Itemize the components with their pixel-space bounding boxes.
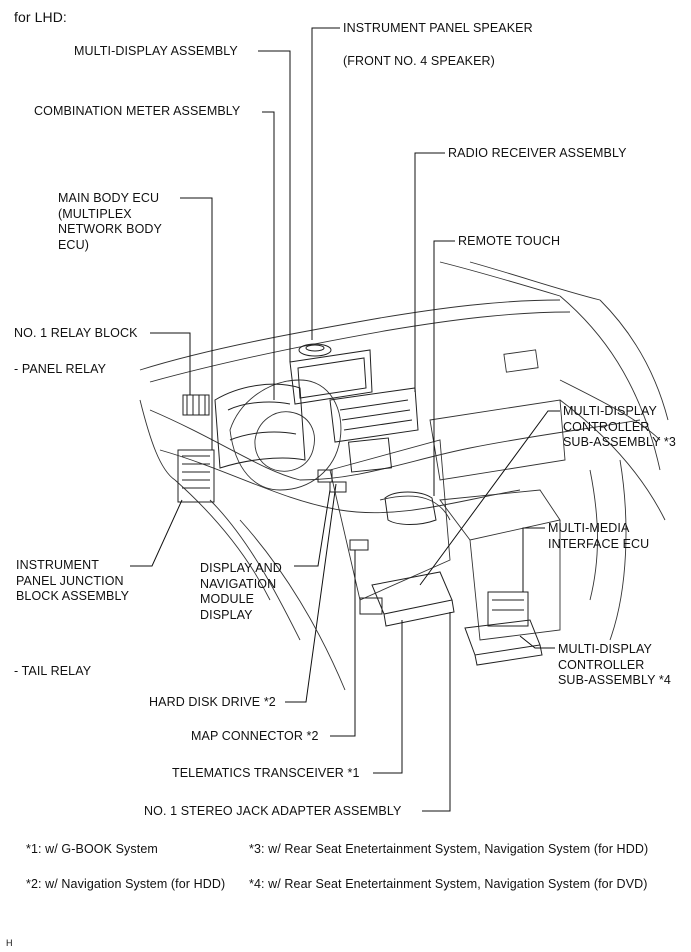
label-multi-media-interface-ecu: MULTI-MEDIA INTERFACE ECU <box>548 521 650 551</box>
speaker-drawing <box>298 343 332 357</box>
footnote-1: *1: w/ G-BOOK System <box>26 842 158 856</box>
dashboard-outline <box>139 261 669 691</box>
label-map-connector: MAP CONNECTOR *2 <box>191 729 319 743</box>
radio-receiver-drawing <box>329 387 419 473</box>
footnote-3: *3: w/ Rear Seat Enetertainment System, … <box>249 842 649 856</box>
label-multi-display-controller-4: MULTI-DISPLAY CONTROLLER SUB-ASSEMBLY *4 <box>558 642 671 687</box>
label-radio-receiver-assembly: RADIO RECEIVER ASSEMBLY <box>448 146 627 160</box>
label-instrument-panel-junction-block: INSTRUMENT PANEL JUNCTION BLOCK ASSEMBLY <box>16 558 130 603</box>
label-combination-meter-assembly: COMBINATION METER ASSEMBLY <box>34 104 241 118</box>
small-connectors-drawing <box>317 469 369 551</box>
label-no1-stereo-jack: NO. 1 STEREO JACK ADAPTER ASSEMBLY <box>144 804 402 818</box>
label-telematics-transceiver: TELEMATICS TRANSCEIVER *1 <box>172 766 360 780</box>
label-multi-display-controller-3: MULTI-DISPLAY CONTROLLER SUB-ASSEMBLY *3 <box>563 404 676 449</box>
label-panel-relay: - PANEL RELAY <box>14 362 107 376</box>
label-multi-display-assembly: MULTI-DISPLAY ASSEMBLY <box>74 44 238 58</box>
multi-display-drawing <box>289 349 373 405</box>
label-no1-relay-block: NO. 1 RELAY BLOCK <box>14 326 138 340</box>
multi-media-ecu-drawing <box>487 591 529 627</box>
combination-meter-drawing <box>214 383 306 469</box>
label-hard-disk-drive: HARD DISK DRIVE *2 <box>149 695 276 709</box>
page-header: for LHD: <box>14 9 67 25</box>
label-display-navigation-module: DISPLAY AND NAVIGATION MODULE DISPLAY <box>200 561 282 622</box>
label-instrument-panel-speaker: INSTRUMENT PANEL SPEAKER <box>343 21 533 35</box>
footnote-4: *4: w/ Rear Seat Enetertainment System, … <box>249 877 648 891</box>
label-remote-touch: REMOTE TOUCH <box>458 234 561 248</box>
controller-4-drawing <box>464 619 543 666</box>
junction-block-drawing <box>177 449 215 503</box>
figure-code: H <box>6 938 13 948</box>
label-tail-relay: - TAIL RELAY <box>14 664 92 678</box>
label-front-no4-speaker: (FRONT NO. 4 SPEAKER) <box>343 54 495 68</box>
leader-lines <box>130 27 560 812</box>
relay-block-drawing <box>182 394 210 416</box>
label-main-body-ecu: MAIN BODY ECU (MULTIPLEX NETWORK BODY EC… <box>58 191 162 252</box>
footnote-2: *2: w/ Navigation System (for HDD) <box>26 877 226 891</box>
remote-touch-drawing <box>384 491 437 525</box>
controller-3-drawing <box>359 571 455 627</box>
